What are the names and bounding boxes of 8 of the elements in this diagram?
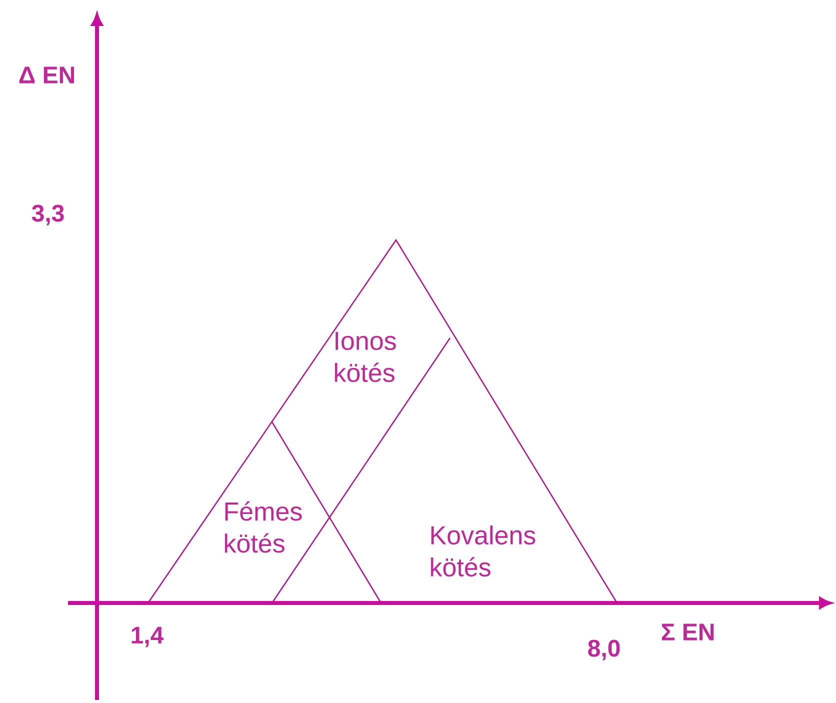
tick-label: 8,0 <box>588 640 620 660</box>
region-label: Kovalens kötés <box>430 525 536 577</box>
axis-label: Δ EN <box>19 66 74 84</box>
tick-label: 1,4 <box>132 626 164 648</box>
tick-label: 3,3 <box>32 204 64 226</box>
region-label: Ionos kötés <box>334 332 396 382</box>
region-label: Fémes kötés <box>224 501 302 553</box>
axis-label: Σ EN <box>662 624 714 640</box>
